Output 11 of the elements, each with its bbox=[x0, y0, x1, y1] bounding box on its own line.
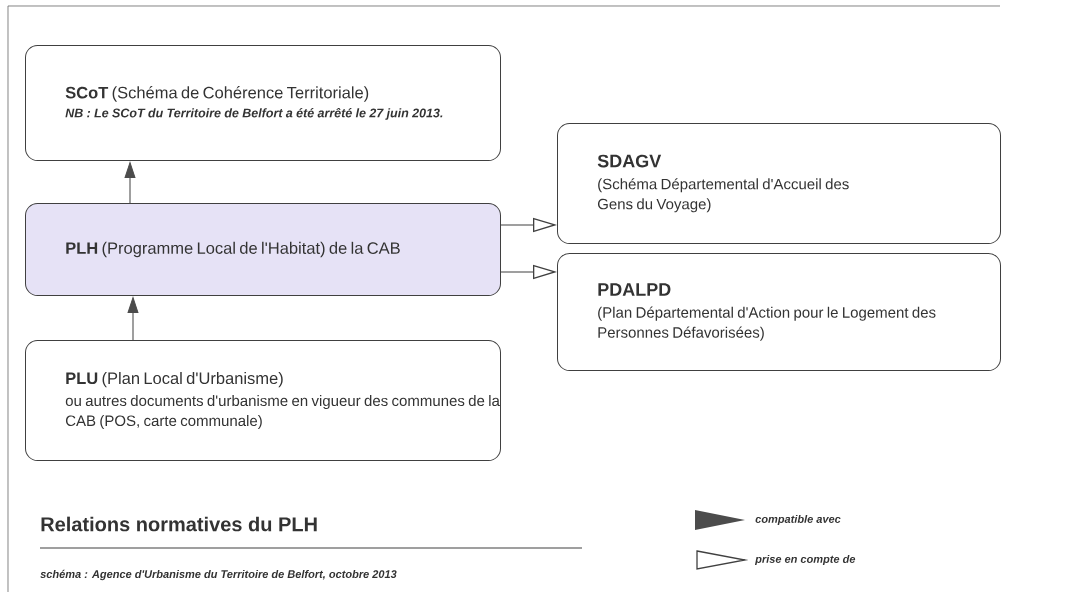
caption: schéma : Agence d'Urbanisme du Territoire de Belfort, octobre 2013 bbox=[40, 569, 397, 581]
arrow bbox=[124, 162, 136, 204]
arrow bbox=[127, 297, 139, 341]
legend-label: prise en compte de bbox=[754, 554, 856, 566]
document-box: PDALPD (Plan Départemental d'Action pour le Logement des Personnes Défavorisées) bbox=[557, 253, 1001, 371]
document-box: PLU (Plan Local d'Urbanisme) ou autres documents d'urbanisme en vigueur des communes de la CAB (POS, carte communale) bbox=[25, 340, 501, 461]
document-box: PLH (Programme Local de l'Habitat) de la CAB bbox=[25, 203, 501, 296]
document-box: SCoT (Schéma de Cohérence Territoriale) NB : Le SCoT du Territoire de Belfort a été arrêté le 27 juin 2013. bbox=[25, 45, 501, 161]
legend-label: compatible avec bbox=[755, 514, 841, 526]
title: Relations normatives du PLH bbox=[41, 516, 317, 532]
document-box: SDAGV (Schéma Départemental d'Accueil des Gens du Voyage) bbox=[557, 123, 1001, 244]
